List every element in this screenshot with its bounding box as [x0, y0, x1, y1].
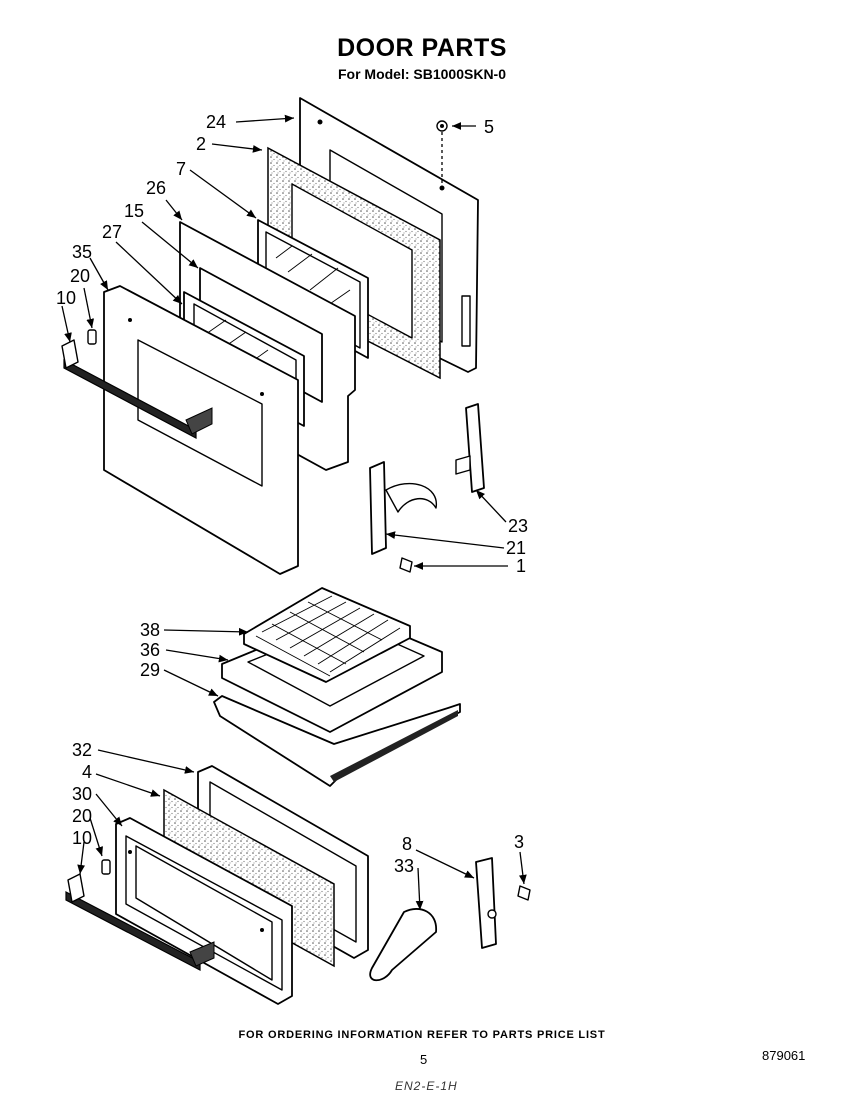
callout-32: 32: [72, 740, 92, 760]
ordering-info-footer: FOR ORDERING INFORMATION REFER TO PARTS …: [238, 1029, 606, 1041]
callout-labels: 24 2 5 7 26 15 27 35 20 10 23 21 1 38 36…: [56, 112, 528, 876]
part-33-drawer-cam: [369, 908, 437, 982]
callout-3: 3: [514, 832, 524, 852]
part-29-drawer-body: [213, 695, 461, 787]
page-number: 5: [420, 1052, 428, 1067]
leader-lines: [61, 114, 527, 911]
callout-33: 33: [394, 856, 414, 876]
callout-27: 27: [102, 222, 122, 242]
part-20-handle-screw: [87, 329, 97, 345]
callout-35: 35: [72, 242, 92, 262]
callout-21: 21: [506, 538, 526, 558]
callout-29: 29: [140, 660, 160, 680]
callout-24: 24: [206, 112, 226, 132]
part-3-screw: [517, 885, 531, 901]
part-20-drawer-handle-screw: [101, 859, 111, 875]
part-21-hinge-receiver: [369, 461, 437, 555]
part-10-drawer-handle: [65, 873, 215, 971]
part-5-screw: [436, 120, 448, 185]
callout-23: 23: [508, 516, 528, 536]
handwritten-note: EN2-E-1H: [395, 1079, 458, 1093]
page-title: DOOR PARTS: [337, 34, 507, 62]
callout-4: 4: [82, 762, 92, 782]
callout-15: 15: [124, 201, 144, 221]
callout-10-upper: 10: [56, 288, 76, 308]
part-38-broiler-grid: [243, 587, 411, 683]
callout-7: 7: [176, 159, 186, 179]
callout-36: 36: [140, 640, 160, 660]
callout-5: 5: [484, 117, 494, 137]
callout-20-upper: 20: [70, 266, 90, 286]
document-number: 879061: [762, 1048, 806, 1063]
model-subtitle: For Model: SB1000SKN-0: [337, 66, 507, 82]
part-1-screw: [399, 557, 413, 573]
callout-8: 8: [402, 834, 412, 854]
callout-2: 2: [196, 134, 206, 154]
callout-38: 38: [140, 620, 160, 640]
callout-30: 30: [72, 784, 92, 804]
part-30-drawer-front-panel: [115, 817, 293, 1005]
part-10-door-handle: [61, 339, 213, 439]
callout-26: 26: [146, 178, 166, 198]
part-23-door-hinge: [455, 403, 485, 493]
part-8-drawer-bracket: [475, 857, 497, 949]
callout-1: 1: [516, 556, 526, 576]
callout-20-lower: 20: [72, 806, 92, 826]
callout-10-lower: 10: [72, 828, 92, 848]
